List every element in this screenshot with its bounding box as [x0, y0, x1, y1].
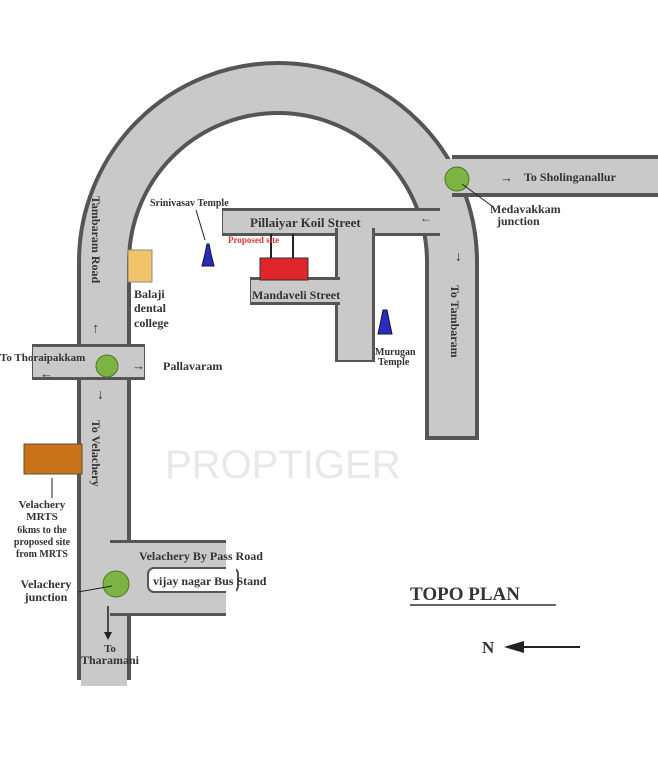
murugan-temple-label-1: Murugan: [375, 347, 416, 358]
balaji-label-1: Balaji: [134, 287, 165, 301]
medavakkam-label-2: junction: [496, 214, 540, 228]
velachery-junction-label-2: junction: [24, 590, 68, 604]
watermark: PROPTIGER: [165, 443, 401, 487]
tambaram-road-fill: [81, 65, 475, 686]
leader-line: [461, 183, 493, 207]
arrow-down: →: [94, 388, 109, 402]
mrts-label-1: Velachery: [19, 499, 66, 511]
murugan-temple-icon: [377, 309, 393, 335]
mrts-station-marker: [23, 443, 83, 475]
leader-line: [77, 585, 113, 593]
tharamani-label: Tharamani: [81, 653, 140, 667]
murugan-temple-label-2: Temple: [378, 357, 410, 368]
tambaram-road-label: Tambaram Road: [89, 196, 103, 284]
arrow-left: ←: [40, 366, 53, 381]
medavakkam-junction-icon: [444, 166, 470, 192]
pillaiyar-koil-label: Pillaiyar Koil Street: [250, 215, 361, 230]
north-label: N: [482, 638, 495, 657]
arrow-right: →: [132, 358, 145, 373]
junction-icon: [95, 354, 119, 378]
map-title: TOPO PLAN: [410, 584, 520, 605]
mrts-label-4: proposed site: [14, 537, 71, 548]
srinivasa-temple-label: Srinivasav Temple: [150, 198, 229, 209]
road-end-mask: [226, 536, 236, 620]
balaji-label-2: dental: [134, 301, 167, 315]
to-tambaram-label: To Tambaram: [448, 285, 462, 358]
to-thoraipakkam-label: To Thoraipakkam: [0, 352, 85, 364]
balaji-college-marker: [127, 249, 153, 283]
proposed-site-label: Proposed site: [228, 235, 279, 245]
arrow-down: →: [452, 250, 467, 264]
arrow-up: →: [87, 322, 102, 336]
roads: [32, 61, 658, 686]
arrow-down-icon: [104, 632, 112, 640]
to-velachery-label: To Velachery: [89, 420, 103, 487]
bus-stand-island: [147, 567, 239, 593]
balaji-label-3: college: [134, 316, 169, 330]
leader-line: [195, 209, 206, 241]
mandaveli-label: Mandaveli Street: [252, 288, 340, 302]
mrts-label-3: 6kms to the: [17, 525, 67, 536]
proposed-site-marker: [259, 257, 309, 281]
to-sholinganallur-label: To Sholinganallur: [524, 170, 617, 184]
velachery-junction-label-1: Velachery: [21, 577, 72, 591]
velachery-junction-icon: [102, 570, 130, 598]
bus-stand-label: vijay nagar Bus Stand: [153, 574, 267, 588]
to-label: To: [104, 643, 116, 655]
arrow-left: ←: [420, 211, 432, 225]
bypass-label: Velachery By Pass Road: [139, 549, 263, 563]
srinivasa-temple-icon: [201, 243, 215, 267]
medavakkam-label-1: Medavakkam: [490, 202, 561, 216]
mrts-label-2: MRTS: [26, 511, 57, 523]
mrts-label-5: from MRTS: [16, 549, 68, 560]
pallavaram-label: Pallavaram: [163, 359, 222, 373]
arrow-right: →: [500, 170, 513, 185]
north-arrow-icon: [504, 641, 580, 653]
